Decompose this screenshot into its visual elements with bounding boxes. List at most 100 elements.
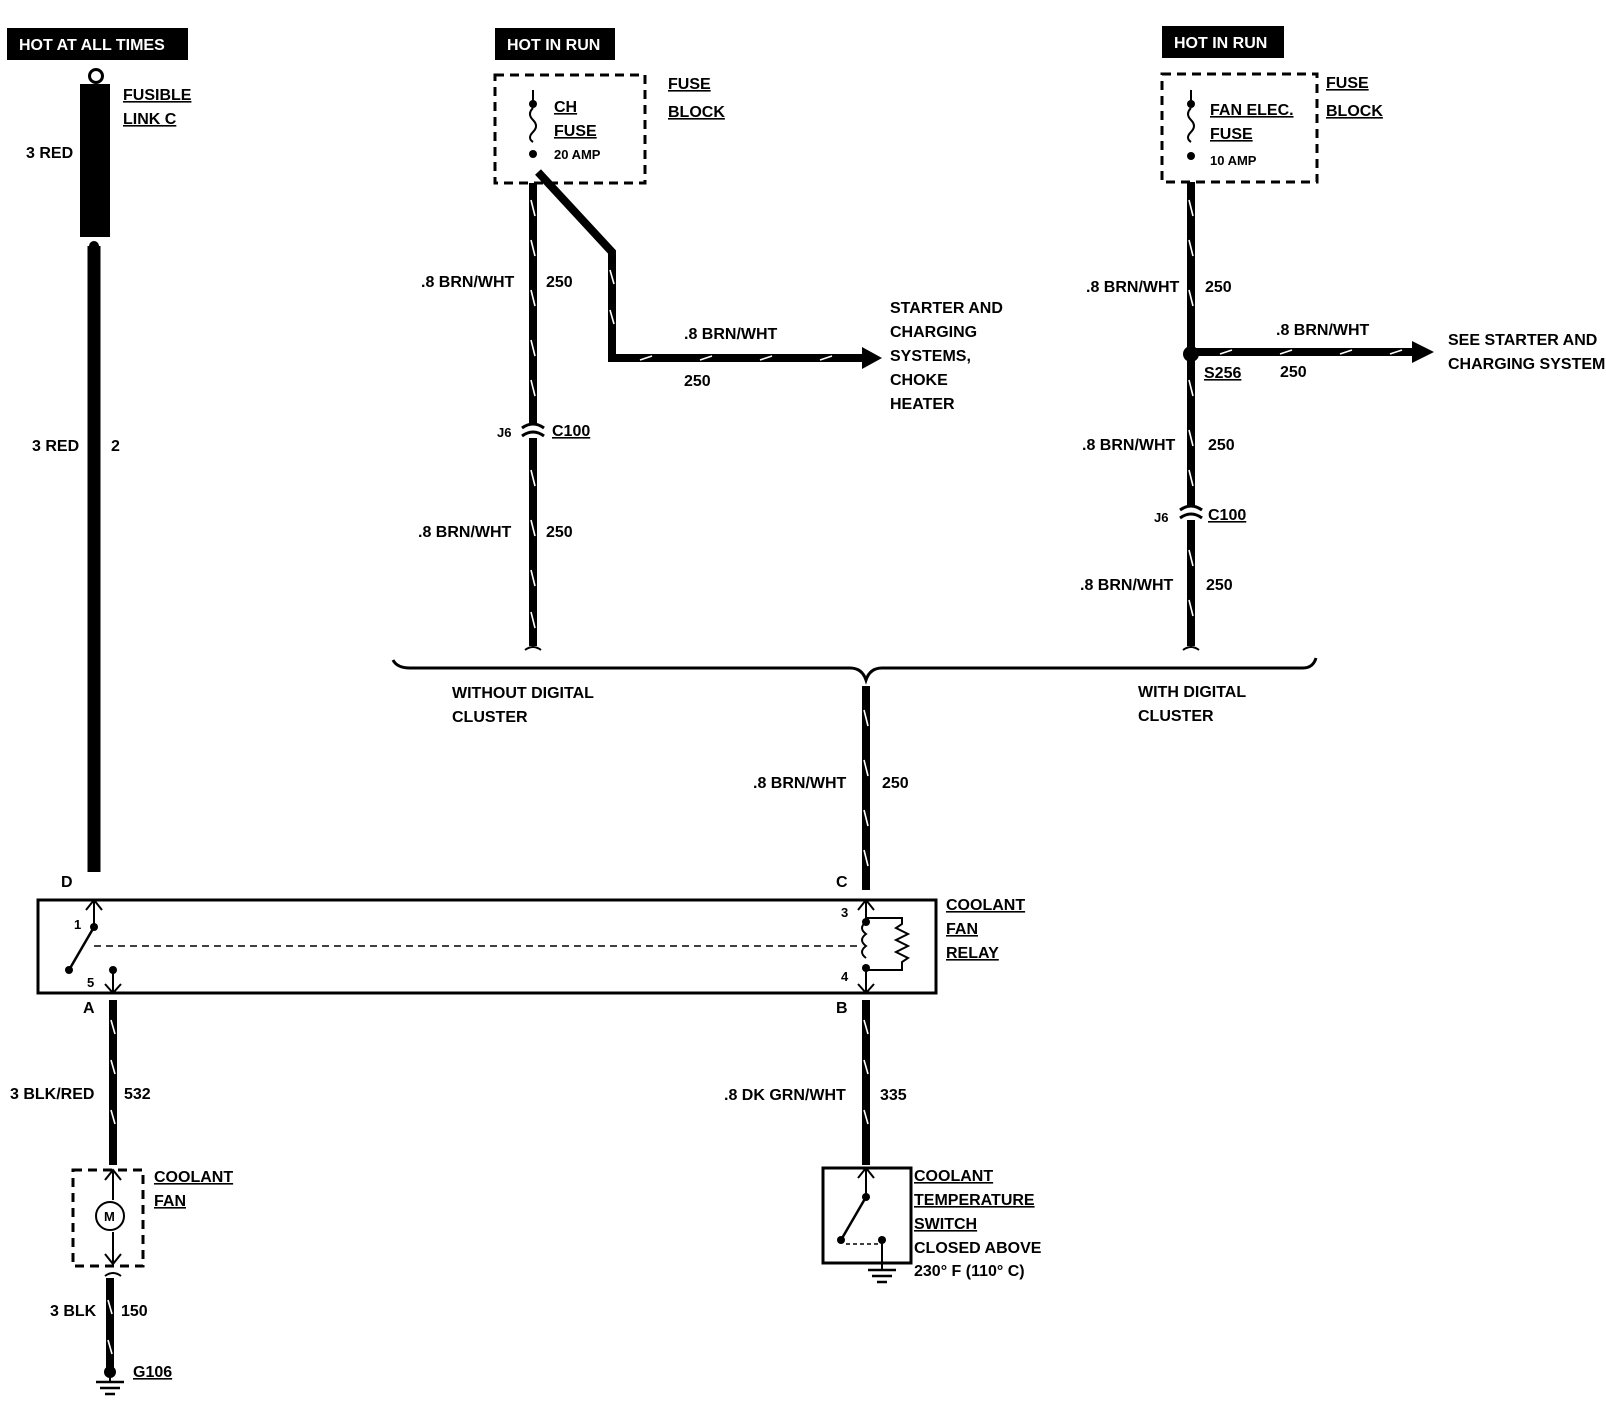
fuse-block-label: FUSE <box>668 76 711 93</box>
badge-text: HOT AT ALL TIMES <box>19 37 165 54</box>
option-label: CLUSTER <box>452 709 528 726</box>
switch-label: COOLANT <box>914 1168 993 1185</box>
fuse-rating: 10 AMP <box>1210 153 1257 168</box>
battery-terminal-icon <box>88 68 104 84</box>
branch-destination: CHARGING <box>890 324 977 341</box>
fan-label: COOLANT <box>154 1169 233 1186</box>
connector-c100-icon <box>521 422 545 438</box>
fuse-name: FUSE <box>1210 126 1253 143</box>
motor-label: M <box>104 1209 115 1224</box>
fuse-block-2 <box>1160 72 1319 184</box>
wire-color-label: .8 BRN/WHT <box>684 326 778 343</box>
hot-in-run-badge-1: HOT IN RUN <box>495 28 615 60</box>
wire-150 <box>104 1272 122 1378</box>
wire-color-label: .8 BRN/WHT <box>753 775 847 792</box>
branch-destination: SEE STARTER AND <box>1448 332 1597 349</box>
branch-destination: HEATER <box>890 396 955 413</box>
switch-label: SWITCH <box>914 1216 977 1233</box>
branch-destination: STARTER AND <box>890 300 1003 317</box>
wire-circuit-label: 2 <box>111 438 120 455</box>
badge-text: HOT IN RUN <box>507 37 600 54</box>
relay-contact-icon <box>65 898 122 995</box>
wire-color-label: 3 RED <box>26 145 73 162</box>
branch-destination: SYSTEMS, <box>890 348 971 365</box>
relay-pin: 3 <box>841 905 848 920</box>
switch-label: TEMPERATURE <box>914 1192 1035 1209</box>
motor-icon: M <box>95 1168 125 1266</box>
hot-in-run-badge-2: HOT IN RUN <box>1162 26 1284 58</box>
fusible-link-label: LINK C <box>123 111 177 128</box>
connector-pin: J6 <box>1154 510 1168 525</box>
relay-label: RELAY <box>946 945 999 962</box>
wire-color-label: .8 BRN/WHT <box>1082 437 1176 454</box>
wire-color-label: 3 RED <box>32 438 79 455</box>
relay-terminal-a: A <box>83 1000 95 1017</box>
option-label: WITHOUT DIGITAL <box>452 685 594 702</box>
fan-label: FAN <box>154 1193 186 1210</box>
coolant-fan <box>71 1168 145 1268</box>
temp-switch-icon <box>837 1166 886 1270</box>
option-label: CLUSTER <box>1138 708 1214 725</box>
wire-circuit-label: 250 <box>684 373 711 390</box>
wire-color-label: .8 BRN/WHT <box>421 274 515 291</box>
fuse-block-label: BLOCK <box>668 104 725 121</box>
fuse-block-1 <box>493 73 647 185</box>
branch-destination: CHARGING SYSTEM <box>1448 356 1605 373</box>
wire-color-label: .8 BRN/WHT <box>418 524 512 541</box>
wire-532 <box>109 1000 117 1165</box>
ground-label: G106 <box>133 1364 172 1381</box>
fuse-icon <box>529 90 537 158</box>
relay-terminal-b: B <box>836 1000 848 1017</box>
wire-250-right-branch <box>1191 341 1434 363</box>
fuse-name: FAN ELEC. <box>1210 102 1294 119</box>
fuse-block-label: BLOCK <box>1326 103 1383 120</box>
option-label: WITH DIGITAL <box>1138 684 1246 701</box>
connector-pin: J6 <box>497 425 511 440</box>
switch-label: 230° F (110° C) <box>914 1263 1025 1280</box>
wire-circuit-label: 150 <box>121 1303 148 1320</box>
wire-color-label: 3 BLK <box>50 1303 97 1320</box>
ground-icon <box>96 1372 124 1396</box>
relay-label: FAN <box>946 921 978 938</box>
fuse-block-label: FUSE <box>1326 75 1369 92</box>
wire-circuit-label: 250 <box>1205 279 1232 296</box>
wire-250-branch <box>535 169 882 369</box>
wire-circuit-label: 250 <box>546 524 573 541</box>
wire-circuit-label: 250 <box>1206 577 1233 594</box>
wire-circuit-label: 250 <box>546 274 573 291</box>
relay-terminal-d: D <box>61 874 73 891</box>
badge-text: HOT IN RUN <box>1174 35 1267 52</box>
wire-circuit-label: 532 <box>124 1086 151 1103</box>
fusible-link-label: FUSIBLE <box>123 87 192 104</box>
fuse-name: FUSE <box>554 123 597 140</box>
fusible-link <box>80 84 110 237</box>
switch-label: CLOSED ABOVE <box>914 1240 1042 1257</box>
wire-250-center <box>529 183 537 646</box>
wire-color-label: .8 DK GRN/WHT <box>724 1087 846 1104</box>
relay-pin: 1 <box>74 917 81 932</box>
wire-circuit-label: 250 <box>882 775 909 792</box>
splice-label: S256 <box>1204 365 1241 382</box>
fuse-name: CH <box>554 99 577 116</box>
wire-335 <box>862 1000 870 1165</box>
relay-pin: 4 <box>841 969 849 984</box>
wire-color-label: .8 BRN/WHT <box>1086 279 1180 296</box>
relay-coil-icon <box>857 898 911 995</box>
wire-color-label: 3 BLK/RED <box>10 1086 94 1103</box>
wire-250-relay-feed <box>862 686 870 890</box>
coolant-fan-relay <box>36 898 938 995</box>
relay-label: COOLANT <box>946 897 1025 914</box>
option-bracket <box>391 657 1318 685</box>
connector-label: C100 <box>552 423 590 440</box>
wire-color-label: .8 BRN/WHT <box>1080 577 1174 594</box>
connector-label: C100 <box>1208 507 1246 524</box>
wire-circuit-label: 250 <box>1208 437 1235 454</box>
wire-color-label: .8 BRN/WHT <box>1276 322 1370 339</box>
fuse-rating: 20 AMP <box>554 147 601 162</box>
wire-circuit-label: 335 <box>880 1087 907 1104</box>
connector-c100-icon <box>1179 504 1203 520</box>
ground-icon <box>868 1268 896 1284</box>
hot-at-all-times-badge: HOT AT ALL TIMES <box>7 28 188 60</box>
fuse-icon <box>1187 90 1195 160</box>
